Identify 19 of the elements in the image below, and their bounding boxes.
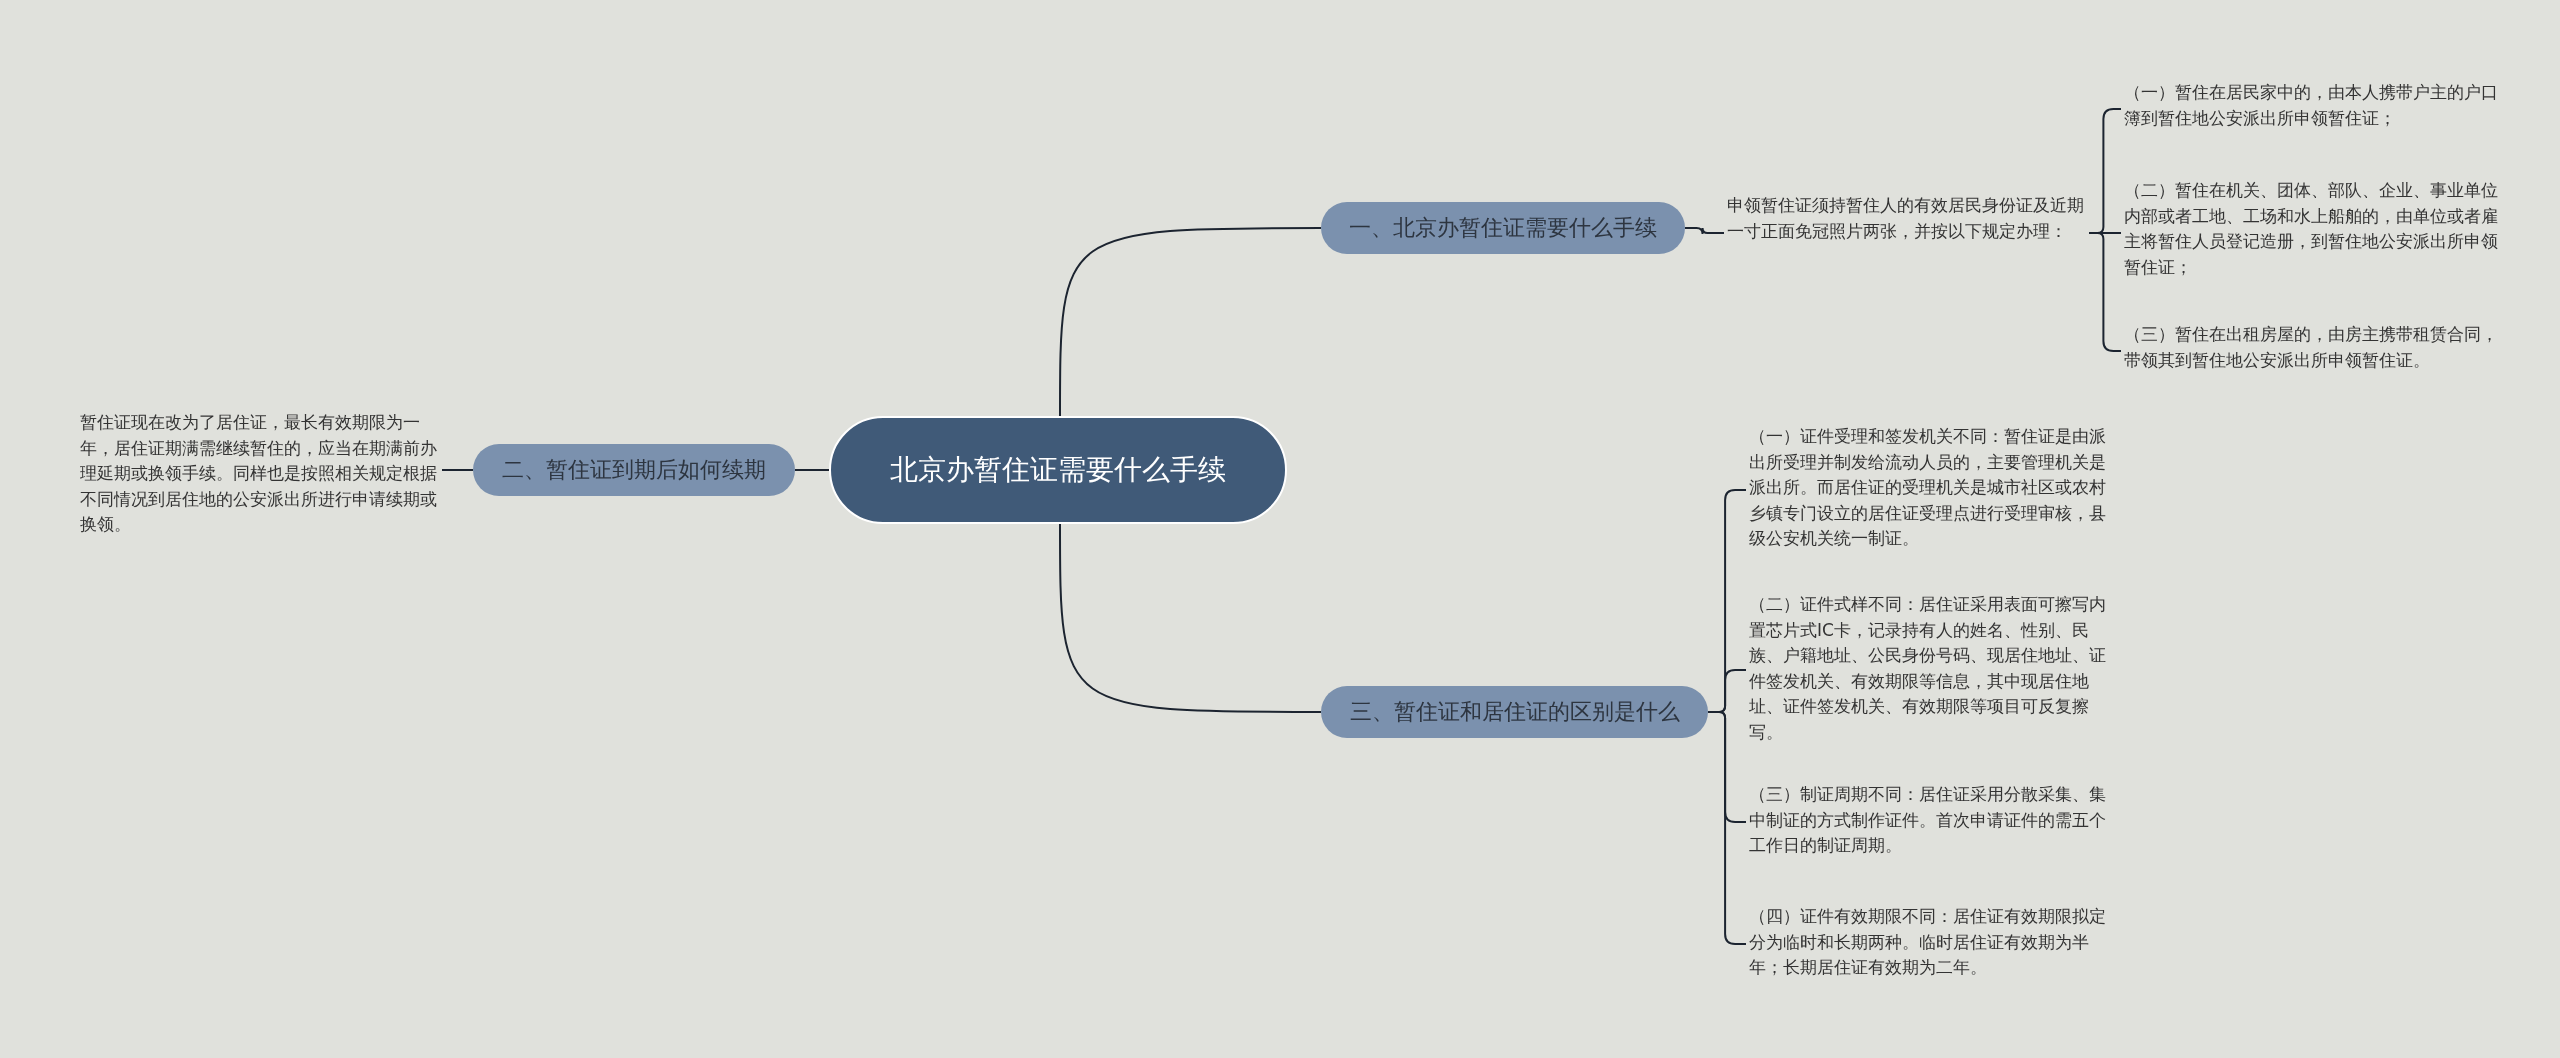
note-text: （四）证件有效期限不同：居住证有效期限拟定分为临时和长期两种。临时居住证有效期为半年；长期居住证有效期为二年。 [1749, 904, 2121, 984]
note-text: （一）证件受理和签发机关不同：暂住证是由派出所受理并制发给流动人员的，主要管理机关是派出所。而居住证的受理机关是城市社区或农村乡镇专门设立的居住证受理点进行受理审核，县级公安机关统一制证。 [1749, 424, 2121, 556]
note-text: （二）暂住在机关、团体、部队、企业、事业单位内部或者工地、工场和水上船舶的，由单位或者雇主将暂住人员登记造册，到暂住地公安派出所申领暂住证； [2124, 178, 2504, 288]
subtopic-pill: 一、北京办暂住证需要什么手续 [1321, 202, 1685, 254]
connector-line [1059, 523, 1322, 713]
connector-line [794, 469, 830, 471]
subtopic-pill: 三、暂住证和居住证的区别是什么 [1321, 686, 1708, 738]
note-text: 申领暂住证须持暂住人的有效居民身份证及近期一寸正面免冠照片两张，并按以下规定办理： [1727, 193, 2089, 273]
connector-line [1684, 227, 1725, 235]
note-text: （三）制证周期不同：居住证采用分散采集、集中制证的方式制作证件。首次申请证件的需五个工作日的制证周期。 [1749, 782, 2121, 862]
connector-line [1059, 227, 1322, 417]
note-text: 暂住证现在改为了居住证，最长有效期限为一年，居住证期满需继续暂住的，应当在期满前办理延期或换领手续。同样也是按照相关规定根据不同情况到居住地的公安派出所进行申请续期或换领。 [80, 410, 442, 540]
note-text: （一）暂住在居民家中的，由本人携带户主的户口簿到暂住地公安派出所申领暂住证； [2124, 80, 2504, 138]
connector-line [441, 469, 474, 471]
note-text: （三）暂住在出租房屋的，由房主携带租赁合同，带领其到暂住地公安派出所申领暂住证。 [2124, 322, 2504, 380]
topic-pill: 北京办暂住证需要什么手续 [829, 416, 1287, 524]
connector-line [1707, 711, 1747, 945]
note-text: （二）证件式样不同：居住证采用表面可擦写内置芯片式IC卡，记录持有人的姓名、性别、民族、户籍地址、公民身份号码、现居住地址、证件签发机关、有效期限等信息，其中现居住地址、证件签发机关、有效期限等项目可反复擦写。 [1749, 592, 2121, 748]
subtopic-pill: 二、暂住证到期后如何续期 [473, 444, 795, 496]
